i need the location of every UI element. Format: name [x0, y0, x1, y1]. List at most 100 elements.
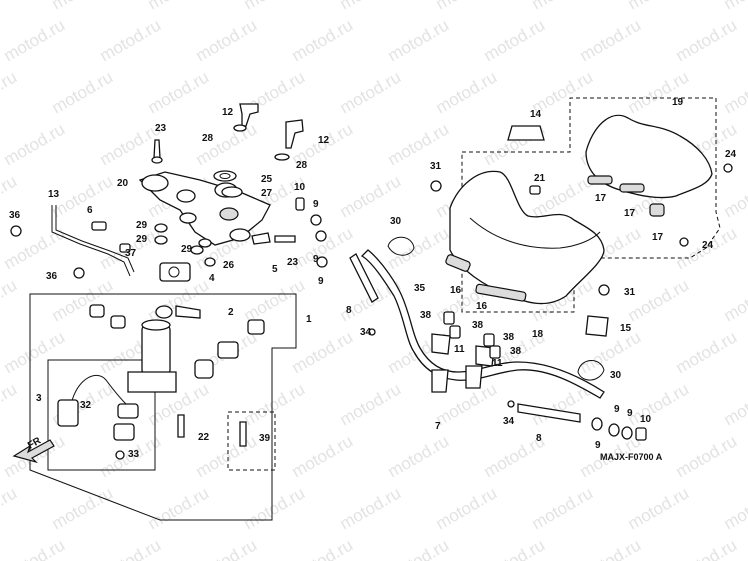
watermark-text: motod.ru: [241, 379, 309, 429]
callout-label: 3: [36, 393, 42, 404]
watermark-text: motod.ru: [721, 171, 748, 221]
callout-label: 35: [414, 283, 426, 294]
callout-label: 28: [202, 133, 214, 144]
watermark-text: motod.ru: [0, 0, 20, 13]
callout-label: 17: [624, 208, 636, 219]
watermark-text: motod.ru: [193, 119, 261, 169]
watermark-text: motod.ru: [289, 327, 357, 377]
callout-label: 18: [532, 329, 544, 340]
callout-label: 36: [9, 210, 21, 221]
callout-label: 23: [155, 123, 167, 134]
watermark-text: motod.ru: [97, 15, 165, 65]
callout-label: 12: [318, 135, 330, 146]
watermark-text: motod.ru: [145, 275, 213, 325]
callout-label: 30: [610, 370, 622, 381]
watermark-text: motod.ru: [337, 0, 405, 13]
callout-label: 39: [259, 433, 271, 444]
callout-label: 34: [503, 416, 515, 427]
callout-label: 30: [390, 216, 402, 227]
watermark-text: motod.ru: [49, 483, 117, 533]
callout-label: 9: [313, 254, 319, 265]
callout-label: 38: [472, 320, 484, 331]
callout-label: 13: [48, 189, 60, 200]
top-bridge-assembly: [10, 103, 328, 282]
callout-label: 14: [530, 109, 542, 120]
callout-label: 9: [627, 408, 633, 419]
callout-label: 1: [306, 314, 312, 325]
watermark-text: motod.ru: [145, 0, 213, 13]
watermark-text: motod.ru: [673, 431, 741, 481]
handlebar: [349, 249, 647, 441]
watermark-text: motod.ru: [289, 431, 357, 481]
watermark-text: motod.ru: [721, 379, 748, 429]
watermark-text: motod.ru: [0, 483, 20, 533]
callout-label: 25: [261, 174, 273, 185]
watermark-text: motod.ru: [385, 119, 453, 169]
callout-label: 38: [510, 346, 522, 357]
watermark-text: motod.ru: [193, 15, 261, 65]
callout-label: 16: [450, 285, 462, 296]
callout-label: 38: [420, 310, 432, 321]
callout-label: 5: [272, 264, 278, 275]
callout-label: 9: [614, 404, 620, 415]
watermark-text: motod.ru: [1, 535, 69, 561]
watermark-text: motod.ru: [0, 275, 20, 325]
callout-label: 32: [80, 400, 92, 411]
watermark-text: motod.ru: [337, 379, 405, 429]
watermark-text: motod.ru: [721, 67, 748, 117]
callout-label: 31: [430, 161, 442, 172]
watermark-text: motod.ru: [721, 0, 748, 13]
callout-label: 33: [128, 449, 140, 460]
watermark-text: motod.ru: [337, 171, 405, 221]
watermark-text: motod.ru: [385, 535, 453, 561]
callout-label: 9: [313, 199, 319, 210]
watermark-text: motod.ru: [193, 535, 261, 561]
watermark-text: motod.ru: [49, 0, 117, 13]
diagram-code: MAJX-F0700 A: [600, 452, 663, 462]
callout-label: 15: [620, 323, 632, 334]
watermark-text: motod.ru: [0, 67, 20, 117]
callout-label: 8: [536, 433, 542, 444]
callout-label: 8: [346, 305, 352, 316]
watermark-text: motod.ru: [385, 431, 453, 481]
callout-label: 12: [222, 107, 234, 118]
watermark-text: motod.ru: [337, 483, 405, 533]
watermark-text: motod.ru: [481, 535, 549, 561]
watermark-text: motod.ru: [625, 0, 693, 13]
callout-label: 17: [595, 193, 607, 204]
callout-label: 7: [435, 421, 441, 432]
callout-label: 10: [640, 414, 652, 425]
watermark-text: motod.ru: [241, 0, 309, 13]
watermark-text: motod.ru: [433, 0, 501, 13]
callout-label: 36: [46, 271, 58, 282]
callout-label: 11: [454, 344, 465, 355]
watermark-text: motod.ru: [337, 67, 405, 117]
callout-label: 34: [360, 327, 372, 338]
callout-label: 20: [117, 178, 129, 189]
watermark-text: motod.ru: [289, 535, 357, 561]
watermark-text: motod.ru: [385, 223, 453, 273]
watermark-text: motod.ru: [49, 67, 117, 117]
watermark-text: motod.ru: [529, 0, 597, 13]
watermark-text: motod.ru: [145, 67, 213, 117]
callout-label: 16: [476, 301, 488, 312]
ignition-switch-assembly: [12, 293, 297, 521]
callout-label: 28: [296, 160, 308, 171]
watermark-text: motod.ru: [433, 483, 501, 533]
watermark-text: motod.ru: [625, 67, 693, 117]
watermark-text: motod.ru: [673, 327, 741, 377]
watermark-text: motod.ru: [433, 67, 501, 117]
watermark-text: motod.ru: [673, 535, 741, 561]
watermark-text: motod.ru: [625, 379, 693, 429]
watermark-text: motod.ru: [1, 15, 69, 65]
watermark-text: motod.ru: [721, 275, 748, 325]
watermark-text: motod.ru: [625, 275, 693, 325]
watermark-text: motod.ru: [49, 275, 117, 325]
cover-assembly: [368, 97, 733, 408]
watermark-text: motod.ru: [97, 535, 165, 561]
watermark-text: motod.ru: [721, 483, 748, 533]
callout-label: 22: [198, 432, 210, 443]
